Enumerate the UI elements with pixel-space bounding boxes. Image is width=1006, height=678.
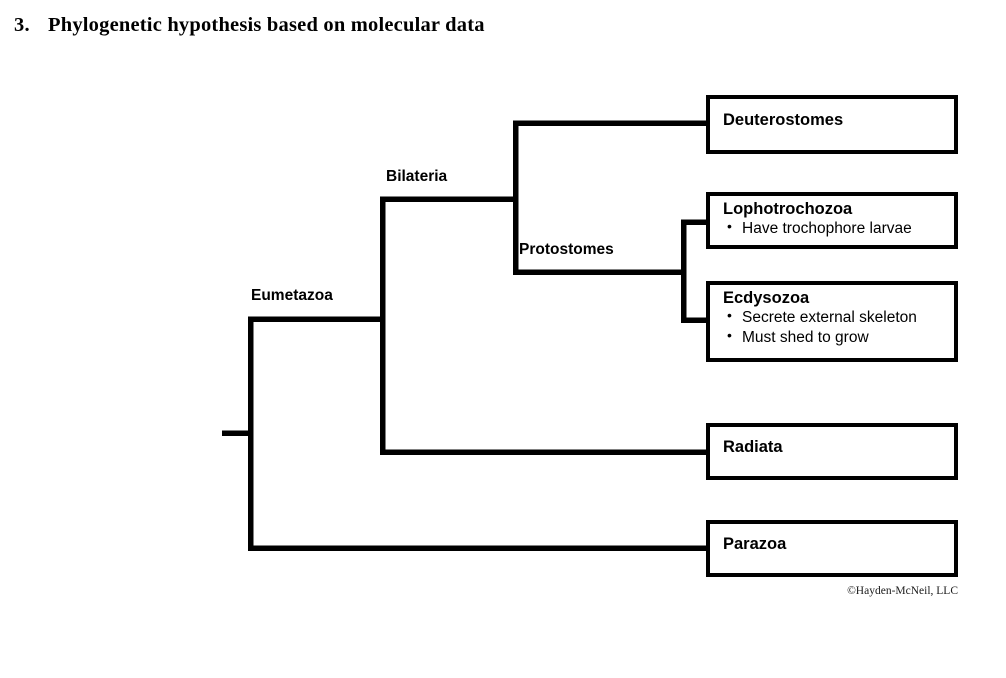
taxon-content: Ecdysozoa Secrete external skeleton Must… <box>710 285 954 355</box>
node-label-eumetazoa: Eumetazoa <box>251 287 333 304</box>
title-list-number: 3. <box>14 14 30 36</box>
title-text: Phylogenetic hypothesis based on molecul… <box>48 14 485 36</box>
taxon-name: Radiata <box>723 438 783 456</box>
taxon-trait: Have trochophore larvae <box>725 218 954 239</box>
copyright-notice: ©Hayden-McNeil, LLC <box>847 585 958 597</box>
taxon-box-lophotrochozoa[interactable]: Lophotrochozoa Have trochophore larvae <box>706 192 958 249</box>
taxon-box-ecdysozoa[interactable]: Ecdysozoa Secrete external skeleton Must… <box>706 281 958 362</box>
taxon-trait-list: Secrete external skeleton Must shed to g… <box>723 307 954 348</box>
taxon-name: Lophotrochozoa <box>723 200 853 218</box>
node-label-bilateria: Bilateria <box>386 168 448 185</box>
node-label-protostomes: Protostomes <box>519 241 614 258</box>
page-title: 3. Phylogenetic hypothesis based on molec… <box>14 14 974 48</box>
taxon-name: Parazoa <box>723 535 787 553</box>
taxon-box-deuterostomes[interactable]: Deuterostomes <box>706 95 958 154</box>
taxon-trait-list: Have trochophore larvae <box>723 218 954 239</box>
taxon-content: Lophotrochozoa Have trochophore larvae <box>710 196 954 246</box>
taxon-content: Deuterostomes <box>710 99 954 137</box>
taxon-box-radiata[interactable]: Radiata <box>706 423 958 480</box>
taxon-box-parazoa[interactable]: Parazoa <box>706 520 958 577</box>
taxon-content: Parazoa <box>710 524 954 561</box>
taxon-name: Deuterostomes <box>723 111 844 129</box>
taxon-trait: Must shed to grow <box>725 327 954 348</box>
taxon-content: Radiata <box>710 427 954 464</box>
taxon-trait: Secrete external skeleton <box>725 307 954 328</box>
taxon-name: Ecdysozoa <box>723 289 810 307</box>
